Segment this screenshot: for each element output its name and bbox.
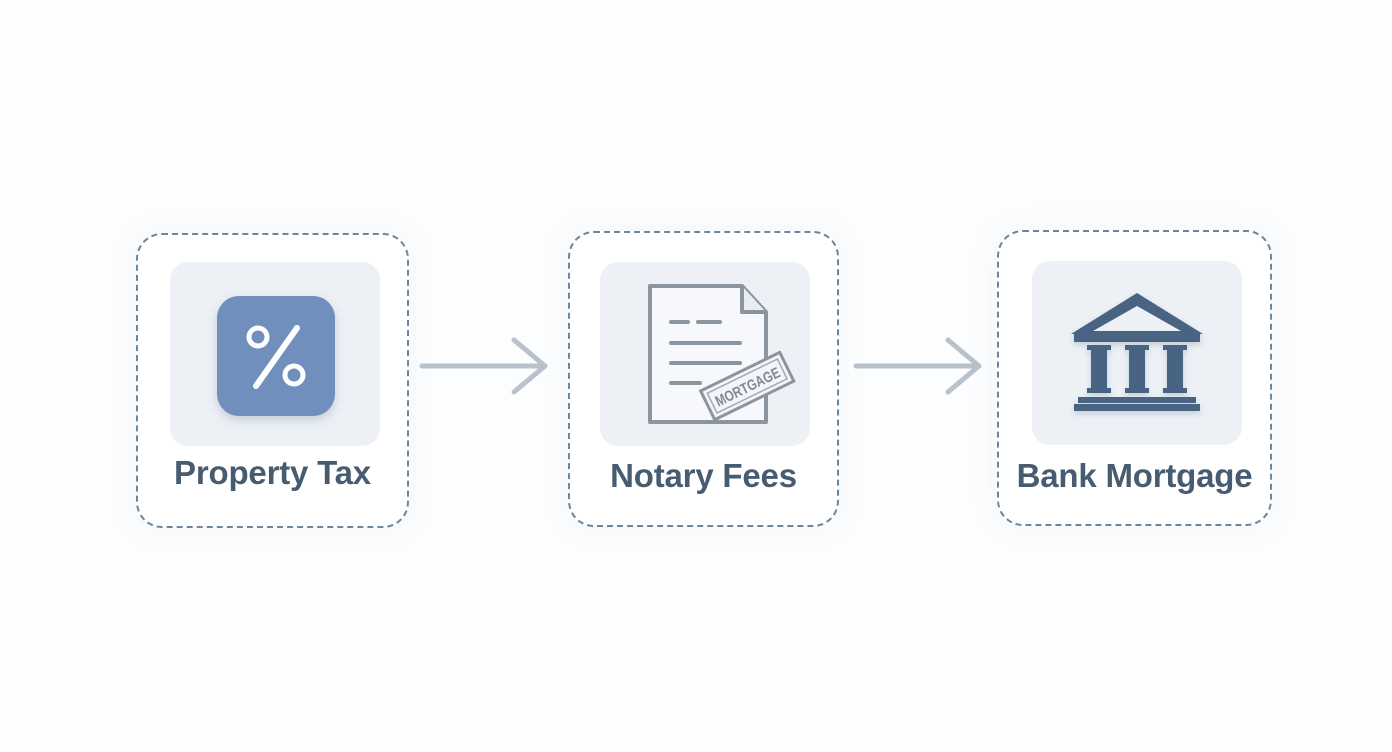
icon-tile (170, 262, 380, 446)
step-card-bank-mortgage: Bank Mortgage (997, 230, 1272, 526)
stamp: MORTGAGE (698, 350, 796, 422)
arrow-right-icon (853, 337, 982, 395)
document-stamp-icon: MORTGAGE (648, 284, 796, 424)
icon-tile: MORTGAGE (600, 262, 810, 446)
percent-icon (217, 296, 335, 416)
step-label: Property Tax (174, 454, 371, 491)
step-label: Notary Fees (610, 457, 797, 494)
step-label: Bank Mortgage (1016, 457, 1253, 494)
step-card-notary-fees: MORTGAGE Notary Fees (568, 231, 839, 527)
arrow-right-icon (419, 337, 548, 395)
step-card-property-tax: Property Tax (136, 233, 409, 528)
icon-tile (1032, 261, 1242, 445)
bank-icon (1071, 293, 1203, 411)
